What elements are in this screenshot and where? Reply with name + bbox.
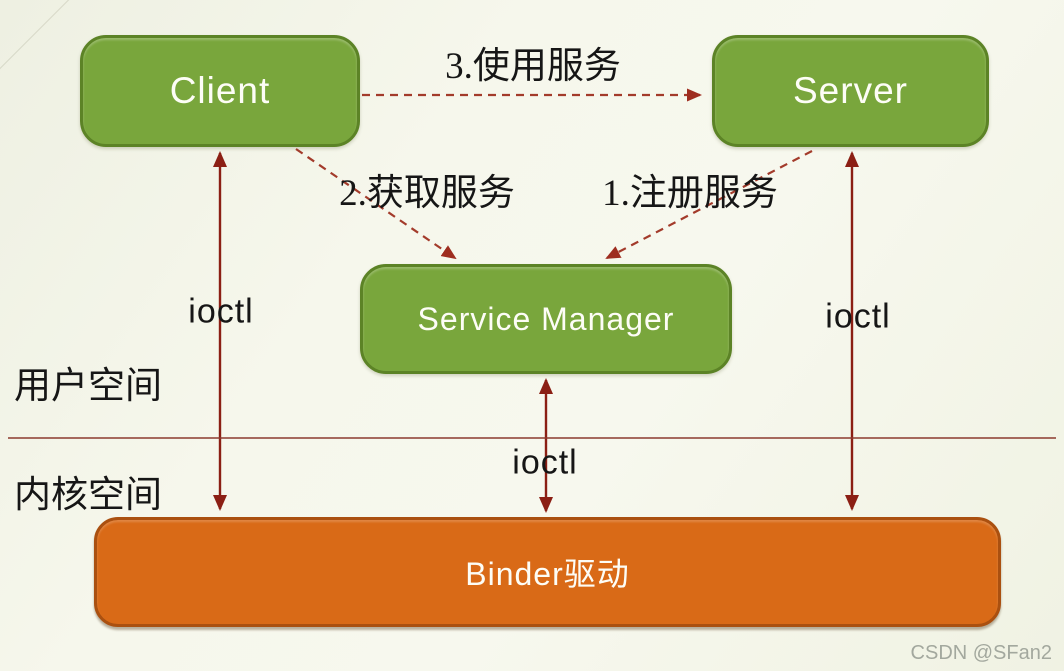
register-service-label: 1.注册服务: [602, 173, 778, 214]
use-service-label: 3.使用服务: [445, 46, 621, 87]
server-node-label: Server: [793, 70, 908, 111]
ioctl-label-client: ioctl: [188, 292, 254, 331]
kernel-space-label: 内核空间: [14, 475, 162, 516]
client-node: Client: [80, 35, 360, 147]
binder-driver-node: Binder驱动: [94, 517, 1001, 627]
service-manager-node: Service Manager: [360, 264, 732, 374]
user-space-label: 用户空间: [14, 366, 162, 407]
get-service-label: 2.获取服务: [339, 173, 515, 214]
server-node: Server: [712, 35, 989, 147]
service-manager-node-label: Service Manager: [417, 300, 675, 337]
ioctl-label-server: ioctl: [825, 297, 891, 336]
binder-driver-node-label: Binder驱动: [465, 556, 630, 592]
csdn-watermark: CSDN @SFan2: [910, 642, 1052, 664]
ioctl-label-service-manager: ioctl: [512, 443, 578, 482]
client-node-label: Client: [169, 70, 271, 111]
